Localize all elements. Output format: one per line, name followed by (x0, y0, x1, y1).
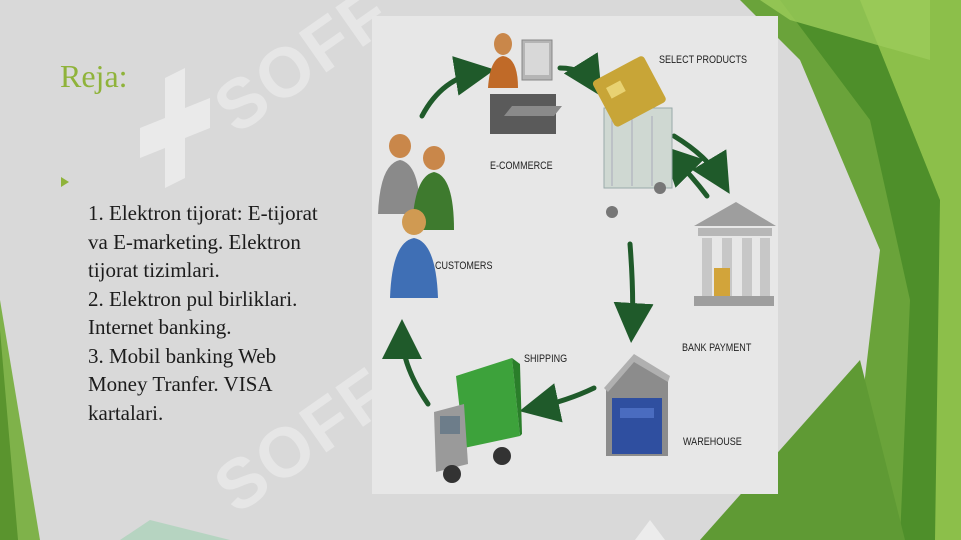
bullet-arrow-icon (61, 177, 69, 187)
truck-icon (434, 358, 522, 483)
label-bank-payment: BANK PAYMENT (682, 342, 752, 354)
agenda-line: Internet banking. (88, 315, 232, 339)
ecommerce-cycle-diagram: SELECT PRODUCTS E-COMMERCE CUSTOMERS BAN… (372, 16, 778, 494)
person-laptop-icon (488, 33, 562, 134)
label-customers: CUSTOMERS (435, 260, 493, 272)
watermark-logo-icon (140, 68, 210, 188)
agenda-line: 1. Elektron tijorat: E-tijorat (88, 201, 318, 225)
agenda-line: kartalari. (88, 400, 164, 425)
agenda-line: tijorat tizimlari. (88, 258, 220, 282)
label-ecommerce: E-COMMERCE (490, 160, 553, 172)
agenda-line: Money Tranfer. VISA (88, 372, 273, 396)
label-warehouse: WAREHOUSE (683, 436, 742, 448)
flow-arrows (382, 52, 730, 423)
slide-title: Reja: (60, 58, 128, 94)
label-shipping: SHIPPING (524, 353, 568, 365)
bank-icon (694, 202, 776, 306)
agenda-line: 3. Mobil banking Web (88, 343, 277, 368)
agenda-list: 1. Elektron tijorat: E-tijorat va E-mark… (88, 199, 373, 427)
shopping-cart-icon (592, 56, 673, 218)
watermark-logo-icon (635, 520, 665, 540)
label-select-products: SELECT PRODUCTS (659, 54, 748, 66)
agenda-line: 2. Elektron pul birliklari. (88, 286, 298, 311)
agenda-line: va E-marketing. Elektron (88, 229, 301, 254)
warehouse-icon (604, 354, 670, 456)
customers-icon (378, 134, 454, 298)
